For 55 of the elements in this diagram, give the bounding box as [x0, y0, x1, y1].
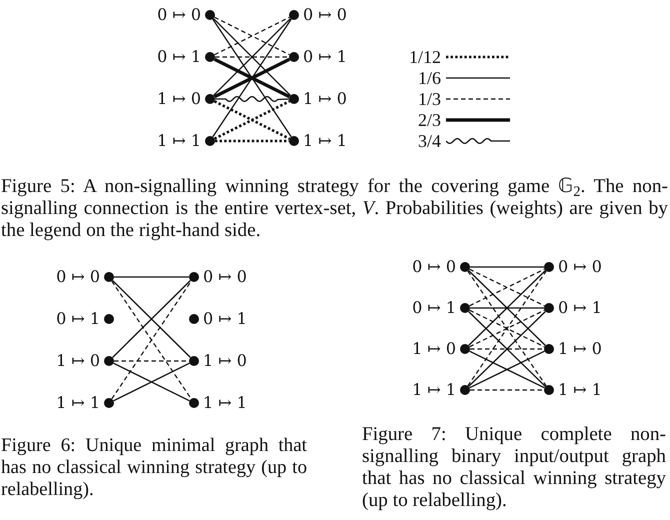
vertex-label: 0 ↦ 1 [303, 48, 347, 66]
vertex-label: 1 ↦ 0 [303, 90, 347, 108]
vertex-label: 1 ↦ 1 [558, 381, 602, 399]
vertex-label: 1 ↦ 1 [203, 394, 247, 412]
solid-crossing-lines [112, 280, 192, 358]
vertex-label: 0 ↦ 0 [558, 258, 602, 276]
vertex-label: 0 ↦ 0 [56, 268, 100, 286]
vertex-label: 1 ↦ 0 [558, 340, 602, 358]
solid-crossing-lines [468, 310, 546, 388]
vertex-label: 0 ↦ 0 [203, 268, 247, 286]
vertex-label: 1 ↦ 0 [412, 340, 456, 358]
vertex-label: 1 ↦ 1 [303, 132, 347, 150]
thick-crossing-lines [212, 58, 292, 98]
figure-caption: Figure 5: A non-signalling winning strategy for the covering game 𝔾$_{2}$. The non-signalling connection is the entire vertex-set, V. Probabilities (weights) are given by the legend on the right-hand side. [1, 176, 668, 242]
legend-label: 1/3 [418, 89, 441, 109]
vertex-label: 1 ↦ 0 [157, 90, 201, 108]
dashed-crossing-lines [111, 280, 192, 400]
vertex-label: 1 ↦ 0 [203, 352, 247, 370]
solid-crossing-lines [212, 18, 292, 96]
dashed-crossing-lines [468, 268, 546, 306]
dashed-crossing-lines [214, 16, 290, 56]
dotted-crossing-lines [213, 100, 291, 140]
vertex-label: 0 ↦ 1 [56, 310, 100, 328]
solid-crossing-lines [212, 18, 292, 138]
vertex-label: 0 ↦ 0 [157, 6, 201, 24]
legend-label: 2/3 [418, 110, 441, 130]
vertex-label: 0 ↦ 0 [303, 6, 347, 24]
dashed-edge-line [215, 56, 289, 58]
solid-crossing-lines [468, 350, 546, 388]
solid-edge-line [470, 307, 544, 309]
legend-label: 1/12 [408, 47, 441, 67]
solid-edge-line [470, 266, 544, 268]
vertex-label: 0 ↦ 0 [412, 258, 456, 276]
vertex-label: 1 ↦ 1 [56, 394, 100, 412]
legend-label: 1/6 [418, 68, 441, 88]
legend-label: 3/4 [418, 131, 441, 151]
dotted-edge-line [215, 140, 289, 142]
solid-crossing-lines [468, 270, 546, 346]
vertex-label: 1 ↦ 1 [157, 132, 201, 150]
vertex-label: 0 ↦ 1 [203, 310, 247, 328]
solid-edge-line [114, 276, 189, 278]
dashed-crossing-lines [467, 270, 547, 386]
dashed-edge-line [470, 348, 544, 350]
figure-caption: Figure 6: Unique minimal graph that has no classical winning strategy (up to relabelling). [1, 435, 307, 501]
vertex-label: 0 ↦ 1 [558, 299, 602, 317]
vertex-label: 1 ↦ 1 [412, 381, 456, 399]
vertex-label: 0 ↦ 1 [412, 299, 456, 317]
solid-crossing-lines [112, 362, 190, 402]
figure-caption: Figure 7: Unique complete non-signalling binary input/output graph that has no classical winning strategy (up to relabelling). [362, 424, 666, 512]
vertex-label: 1 ↦ 0 [56, 352, 100, 370]
dashed-edge-line [470, 389, 544, 391]
dashed-edge-line [114, 360, 189, 362]
wavy-edge-line [215, 96, 290, 102]
dashed-crossing-lines [468, 310, 546, 348]
vertex-label: 0 ↦ 1 [157, 48, 201, 66]
